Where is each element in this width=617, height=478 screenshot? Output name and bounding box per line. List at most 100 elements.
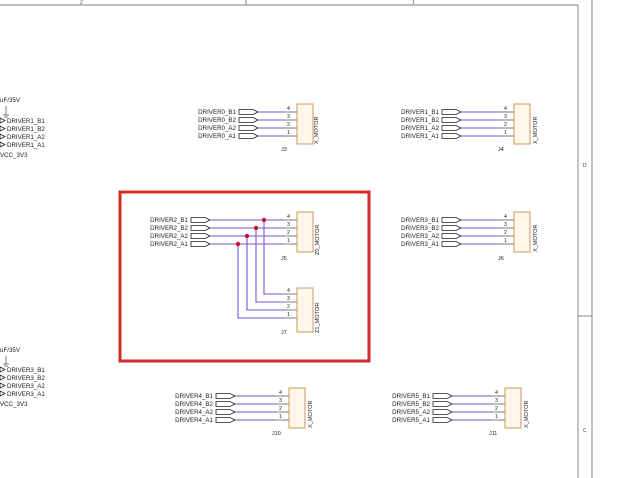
connector-ref: J7 [281, 330, 287, 336]
net-label: DRIVER2_A1 [150, 241, 188, 248]
sheet-frame: 2 1 D C [0, 0, 593, 478]
pin-number: 3 [495, 398, 498, 404]
pin-number: 4 [495, 390, 498, 396]
pin-number: 1 [504, 130, 507, 136]
connector-value: X_MOTOR [524, 400, 530, 428]
connector-body [296, 211, 314, 253]
svg-text:DRIVER3_A2: DRIVER3_A2 [7, 383, 45, 390]
net-label: DRIVER0_B2 [198, 117, 236, 124]
connector-value: X_MOTOR [308, 400, 314, 428]
net-port-label: DRIVER3_A1 [0, 390, 45, 398]
pin-number: 3 [287, 296, 290, 302]
net-label: DRIVER2_A2 [150, 233, 188, 240]
connector-value: Z0_MOTOR [315, 225, 321, 255]
connector-body [513, 103, 531, 145]
pin-number: 2 [287, 122, 290, 128]
connector-ref: J11 [489, 431, 497, 437]
power-net-label: VCC_3V3 [0, 401, 28, 408]
frame-mark-right-2: C [583, 428, 587, 434]
net-port-label: DRIVER3_A2 [0, 382, 45, 390]
net-label: DRIVER0_B1 [198, 109, 236, 116]
net-label: DRIVER3_B1 [401, 217, 439, 224]
junction-dot [261, 217, 267, 223]
net-label: DRIVER1_B1 [401, 109, 439, 116]
power-net-label: VCC_3V3 [0, 152, 28, 159]
svg-text:DRIVER1_B1: DRIVER1_B1 [7, 118, 45, 125]
connector-body [296, 287, 314, 333]
connector-body [288, 387, 306, 429]
pin-number: 2 [495, 406, 498, 412]
junction-dot [253, 225, 259, 231]
net-label: DRIVER0_A1 [198, 133, 236, 140]
net-label: DRIVER4_B2 [175, 401, 213, 408]
connector-ref: J5 [281, 256, 287, 262]
pin-number: 4 [287, 106, 290, 112]
left-fragment-1: uF/35V DRIVER1_B1 DRIVER1_B2 DRIVER1_A2 … [0, 97, 45, 159]
connector-value: X_MOTOR [314, 116, 320, 144]
net-label: DRIVER5_B1 [392, 393, 430, 400]
connector-j4[interactable]: DRIVER1_B1 DRIVER1_B2 DRIVER1_A2 DRIVER1… [401, 103, 539, 153]
frame-mark-top-right: 1 [412, 0, 415, 6]
net-port-label: DRIVER1_A2 [0, 133, 45, 141]
parallel-bus-wires [235, 217, 284, 319]
connector-body [504, 387, 522, 429]
net-label: DRIVER4_B1 [175, 393, 213, 400]
net-label: DRIVER3_A2 [401, 233, 439, 240]
pin-number: 2 [279, 406, 282, 412]
connector-ref: J6 [498, 256, 504, 262]
net-label: DRIVER2_B2 [150, 225, 188, 232]
net-label: DRIVER5_A2 [392, 409, 430, 416]
connector-j10[interactable]: DRIVER4_B1 DRIVER4_B2 DRIVER4_A2 DRIVER4… [175, 387, 314, 437]
pin-number: 3 [287, 222, 290, 228]
connector-body [296, 103, 314, 145]
net-label: DRIVER4_A2 [175, 409, 213, 416]
connector-value: Z1_MOTOR [315, 303, 321, 333]
connector-j3[interactable]: DRIVER0_B1 DRIVER0_B2 DRIVER0_A2 DRIVER0… [198, 103, 320, 153]
pin-number: 1 [287, 238, 290, 244]
pin-number: 2 [287, 230, 290, 236]
connector-j5[interactable]: DRIVER2_B1 DRIVER2_B2 DRIVER2_A2 DRIVER2… [150, 211, 321, 262]
connector-j11[interactable]: DRIVER5_B1 DRIVER5_B2 DRIVER5_A2 DRIVER5… [392, 387, 530, 437]
connector-value: X_MOTOR [533, 116, 539, 144]
svg-text:DRIVER1_A2: DRIVER1_A2 [7, 134, 45, 141]
connector-ref: J10 [272, 431, 281, 437]
pin-number: 1 [287, 312, 290, 318]
svg-text:DRIVER3_B1: DRIVER3_B1 [7, 367, 45, 374]
pin-number: 1 [279, 414, 282, 420]
net-port-label: DRIVER3_B2 [0, 374, 45, 382]
net-label: DRIVER1_A1 [401, 133, 439, 140]
net-label: DRIVER2_B1 [150, 217, 188, 224]
pin-number: 2 [287, 304, 290, 310]
net-label: DRIVER4_A1 [175, 417, 213, 424]
pin-number: 3 [504, 114, 507, 120]
pin-number: 3 [279, 398, 282, 404]
svg-text:DRIVER1_B2: DRIVER1_B2 [7, 126, 45, 133]
net-port-label: DRIVER1_A1 [0, 141, 45, 149]
cap-value-label: uF/35V [0, 347, 21, 354]
pin-number: 4 [287, 288, 290, 294]
net-label: DRIVER1_B2 [401, 117, 439, 124]
pin-number: 1 [287, 130, 290, 136]
pin-number: 3 [287, 114, 290, 120]
net-label: DRIVER5_B2 [392, 401, 430, 408]
connector-j6[interactable]: DRIVER3_B1 DRIVER3_B2 DRIVER3_A2 DRIVER3… [401, 211, 539, 262]
net-port-label: DRIVER3_B1 [0, 366, 45, 374]
highlight-rectangle [118, 190, 371, 363]
net-label: DRIVER0_A2 [198, 125, 236, 132]
net-port-label: DRIVER1_B1 [0, 117, 45, 125]
connector-value: X_MOTOR [533, 224, 539, 252]
net-label: DRIVER3_B2 [401, 225, 439, 232]
net-label: DRIVER3_A1 [401, 241, 439, 248]
pin-number: 4 [279, 390, 282, 396]
connector-body [513, 211, 531, 253]
svg-text:DRIVER3_B2: DRIVER3_B2 [7, 375, 45, 382]
pin-number: 3 [504, 222, 507, 228]
net-label: DRIVER5_A1 [392, 417, 430, 424]
cap-value-label: uF/35V [0, 97, 21, 104]
pin-number: 1 [495, 414, 498, 420]
connector-j7[interactable]: 4 3 2 1 Z1_MOTOR J7 [281, 287, 321, 336]
pin-number: 4 [287, 214, 290, 220]
connector-ref: J4 [498, 147, 504, 153]
net-port-label: DRIVER1_B2 [0, 125, 45, 133]
